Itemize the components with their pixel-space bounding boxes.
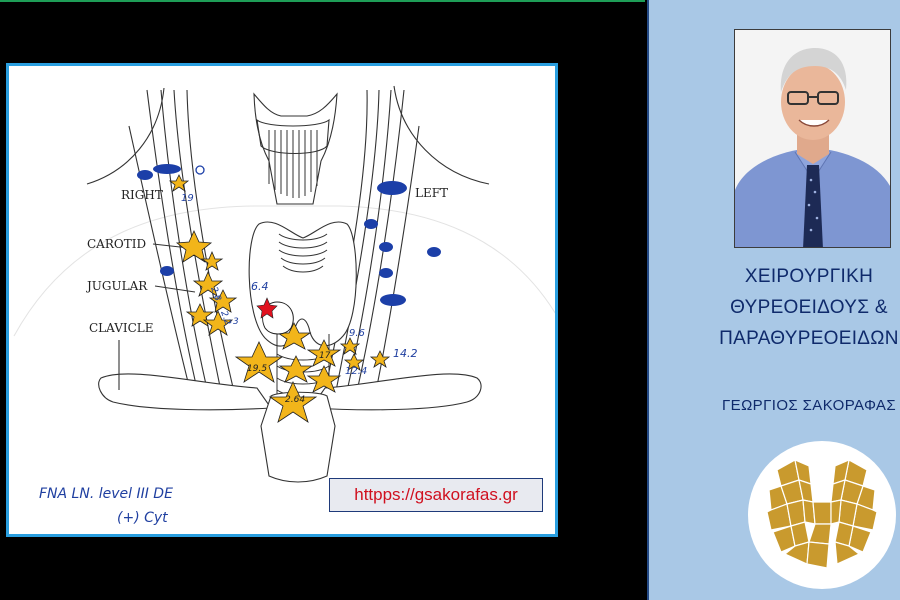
label-clavicle: CLAVICLE: [89, 321, 154, 335]
annotation-2-8: 2.8: [208, 286, 222, 303]
website-link[interactable]: httpps://gsakorafas.gr: [329, 478, 543, 512]
portrait-photo: [734, 29, 891, 248]
annotation-14-2: 14.2: [393, 347, 418, 360]
title-line-3: ΠΑΡΑΘΥΡΕΟΕΙΔΩΝ: [719, 328, 899, 349]
annotation-6-4: 6.4: [251, 280, 269, 293]
top-accent-line: [0, 0, 645, 2]
author-side-panel: ΧΕΙΡΟΥΡΓΙΚΗ ΘΥΡΕΟΕΙΔΟΥΣ & ΠΑΡΑΘΥΡΕΟΕΙΔΩΝ…: [647, 0, 900, 600]
thyroid-mosaic-logo: [747, 440, 897, 590]
neck-diagram-frame: RIGHT LEFT CAROTID JUGULAR CLAVICLE: [6, 63, 558, 537]
annotation-9-6: 9.6: [349, 328, 365, 339]
neck-lymph-node-diagram: RIGHT LEFT CAROTID JUGULAR CLAVICLE: [13, 85, 555, 526]
cartilage-hatching: [268, 130, 318, 198]
title-line-1: ΧΕΙΡΟΥΡΓΙΚΗ: [744, 266, 874, 287]
annotation-19-5: 19.5: [247, 364, 267, 374]
target-node-red-star: [256, 297, 278, 319]
annotation-2-64: 2.64: [285, 395, 305, 405]
positive-node-stars: [168, 174, 391, 423]
note-positive-cytology: (+) Cyt: [117, 510, 168, 526]
title-line-2: ΘΥΡΕΟΕΙΔΟΥΣ &: [730, 297, 888, 318]
label-left: LEFT: [415, 186, 448, 200]
annotation-19: 19: [181, 193, 194, 204]
annotation-12-4: 12.4: [345, 366, 367, 377]
lymph-nodes: [137, 164, 441, 306]
label-carotid: CAROTID: [87, 237, 146, 251]
annotation-3: 3: [233, 317, 239, 327]
author-name: ΓΕΩΡΓΙΟΣ ΣΑΚΟΡΑΦΑΣ: [722, 397, 896, 414]
note-fna-level: FNA LN. level III DE: [39, 486, 173, 502]
annotation-2-2: 2.2: [218, 310, 232, 327]
annotation-17: 17: [319, 351, 331, 361]
label-jugular: JUGULAR: [85, 279, 148, 293]
label-right: RIGHT: [121, 188, 163, 202]
